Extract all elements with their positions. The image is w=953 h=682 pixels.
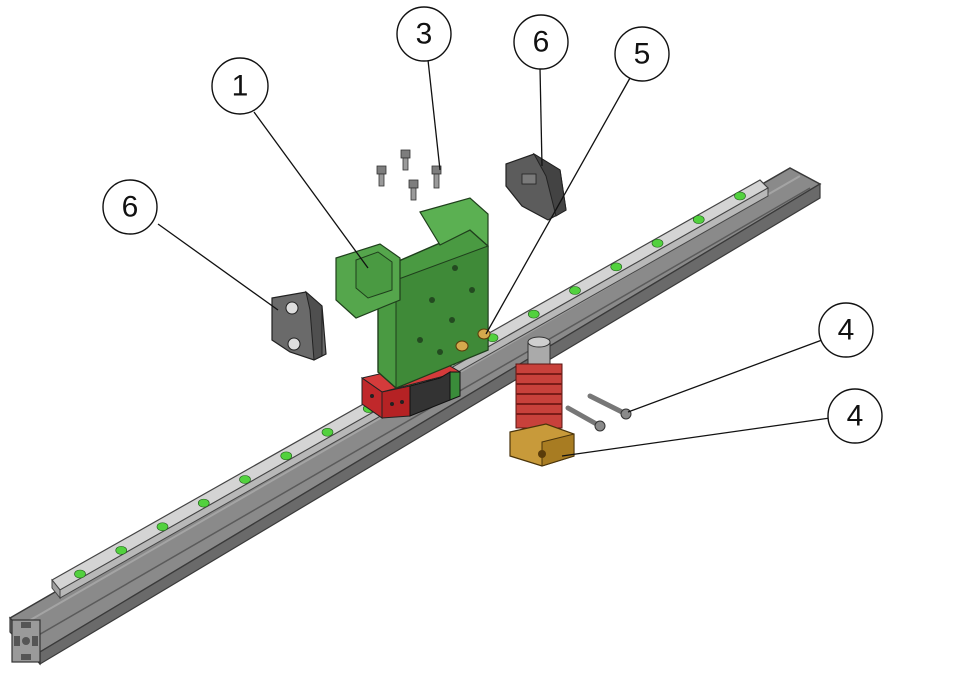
callout-6-left-label: 6 xyxy=(122,191,139,224)
callout-3: 3 xyxy=(396,6,452,62)
callout-6-top: 6 xyxy=(513,14,569,70)
callout-5-label: 5 xyxy=(634,38,651,71)
rail-hole xyxy=(610,262,623,272)
callout-1-label: 1 xyxy=(232,70,249,103)
callout-6-top-label: 6 xyxy=(533,26,550,59)
rail-hole xyxy=(239,475,251,484)
heater-block xyxy=(509,423,575,467)
brass-insert xyxy=(455,328,491,352)
endstop-clip-right xyxy=(505,152,567,221)
x-carriage-plate xyxy=(335,197,489,389)
hotend-heatsink xyxy=(515,336,563,429)
callout-4-upper: 4 xyxy=(818,302,874,358)
rail-hole xyxy=(197,498,210,508)
leader-lines xyxy=(157,59,831,457)
callout-bubbles: 1 3 6 5 6 4 4 xyxy=(102,6,883,444)
callout-1: 1 xyxy=(211,57,269,115)
extrusion-end-face xyxy=(11,619,41,663)
rail-hole xyxy=(692,215,705,224)
cap-screws xyxy=(376,149,442,201)
endstop-clip-left xyxy=(271,290,327,361)
callout-3-label: 3 xyxy=(416,18,433,51)
callout-4-lower-label: 4 xyxy=(847,400,864,433)
rail-hole xyxy=(569,286,581,295)
callout-4-lower: 4 xyxy=(827,388,883,444)
rail-hole xyxy=(321,427,334,437)
aluminum-extrusion xyxy=(8,167,822,666)
rail-hole xyxy=(651,238,664,248)
callout-6-left: 6 xyxy=(102,179,158,235)
callout-4-upper-label: 4 xyxy=(838,314,855,347)
rail-hole xyxy=(74,569,86,579)
rail-hole xyxy=(156,522,169,532)
rail-hole xyxy=(527,309,540,319)
rail-hole xyxy=(734,191,746,201)
hotend-screws xyxy=(565,393,632,432)
callout-5: 5 xyxy=(614,26,670,82)
rail-hole xyxy=(115,546,128,555)
rail-hole xyxy=(280,451,293,461)
